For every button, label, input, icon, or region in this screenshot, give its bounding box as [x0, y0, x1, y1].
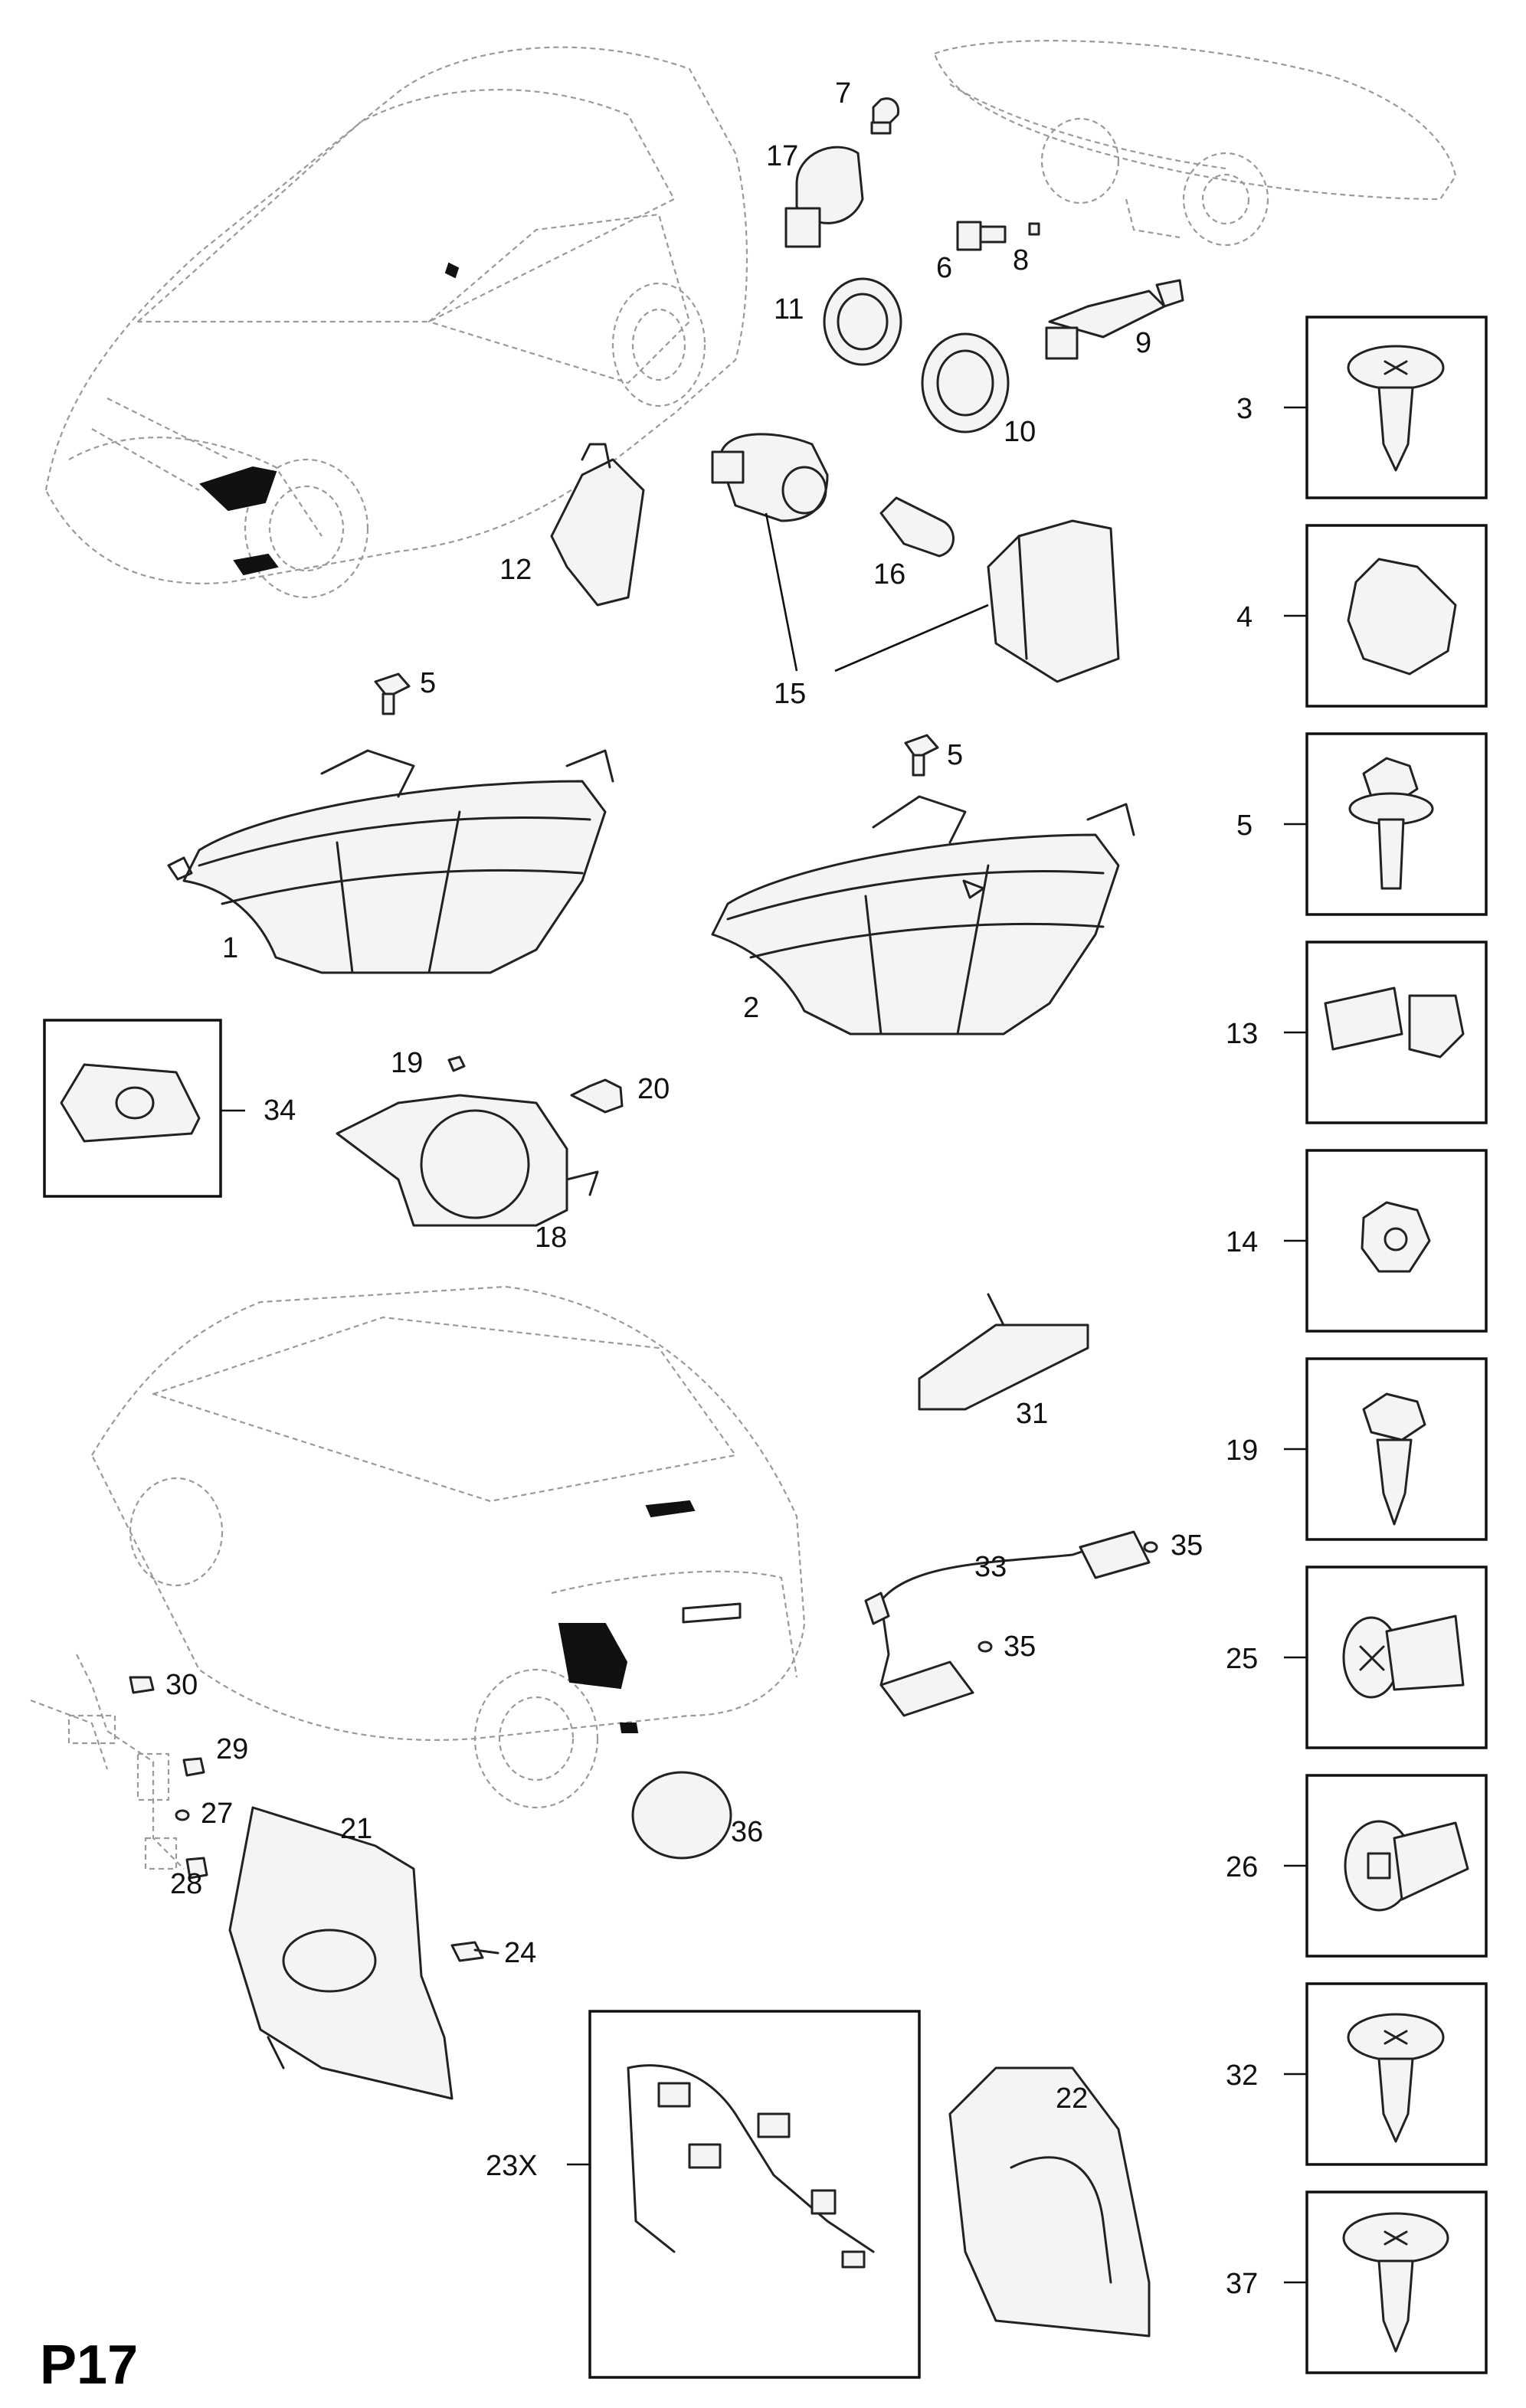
callout-21: 21 [340, 1813, 372, 1845]
fastener-box-part-26 [1284, 1774, 1488, 1958]
callout-35-a: 35 [1171, 1530, 1203, 1562]
fastener-box-part-32 [1284, 1982, 1488, 2166]
leader-lines-part-15 [765, 512, 989, 672]
callout-labels: 7 17 6 8 11 9 10 12 16 15 5 5 1 2 19 20 … [165, 77, 1258, 2300]
fastener-box-part-3 [1284, 316, 1488, 499]
bulb-part-9 [1045, 279, 1184, 360]
callout-14: 14 [1226, 1226, 1258, 1258]
callout-24: 24 [504, 1937, 536, 1969]
fastener-box-part-19 [1284, 1357, 1488, 1541]
fastener-box-part-37 [1284, 2190, 1488, 2374]
callout-11: 11 [774, 293, 804, 326]
fog-lamp-part-18 [336, 1094, 599, 1227]
bulb-part-6 [956, 221, 1007, 251]
callout-32: 32 [1226, 2060, 1258, 2092]
fastener-box-part-5 [1284, 732, 1488, 916]
callout-26: 26 [1226, 1851, 1258, 1883]
callout-5-left: 5 [420, 667, 436, 699]
callout-37: 37 [1226, 2268, 1258, 2300]
rear-lamp-bulb-holder-assembly [30, 1654, 185, 1870]
license-lamp-harness-part-33 [864, 1530, 1151, 1717]
fastener-box-part-25 [1284, 1566, 1488, 1749]
callout-3: 3 [1236, 393, 1253, 425]
callout-19-box: 19 [1226, 1435, 1258, 1467]
tail-lamp-left-part-21 [228, 1806, 454, 2100]
callout-10: 10 [1004, 416, 1036, 448]
headlamp-right-part-2 [711, 795, 1135, 1036]
callout-15: 15 [774, 678, 806, 710]
callout-12: 12 [499, 554, 532, 586]
callout-17: 17 [766, 140, 798, 172]
headlamp-left-part-1 [167, 749, 614, 974]
detail-box-part-34 [43, 1019, 245, 1198]
bolt-part-5-right [904, 734, 939, 777]
callout-16: 16 [873, 558, 905, 591]
screw-part-19-small [447, 1055, 466, 1072]
front-vehicle-illustration [44, 46, 748, 599]
cover-cap-part-10 [921, 332, 1010, 434]
page-code: P17 [40, 2334, 138, 2396]
callout-27: 27 [201, 1798, 233, 1830]
callout-5-box: 5 [1236, 810, 1253, 842]
callout-20: 20 [637, 1073, 670, 1105]
tail-lamp-right-part-22 [948, 2066, 1151, 2338]
callout-9: 9 [1135, 327, 1151, 359]
fastener-box-part-13 [1284, 941, 1488, 1124]
third-brake-light-part-31 [918, 1293, 1089, 1411]
socket-part-15 [711, 433, 829, 522]
fastener-box-part-4 [1284, 524, 1488, 708]
bulb-part-27 [175, 1809, 190, 1821]
callout-1: 1 [222, 932, 238, 964]
bolt-part-24 [450, 1941, 499, 1962]
cover-cap-part-11 [823, 277, 902, 366]
callout-36: 36 [731, 1816, 763, 1848]
callout-8: 8 [1013, 244, 1029, 276]
bulb-part-35-a [1143, 1541, 1158, 1553]
socket-part-17 [784, 146, 864, 248]
fuel-door-part-36 [631, 1771, 732, 1860]
callout-25: 25 [1226, 1643, 1258, 1675]
callout-29: 29 [216, 1733, 248, 1765]
detail-box-part-23x [567, 2010, 921, 2379]
callout-4: 4 [1236, 601, 1253, 633]
fastener-box-part-14 [1284, 1149, 1488, 1333]
bulb-part-28 [185, 1857, 208, 1880]
side-marker-lamp-part-15 [987, 519, 1120, 683]
callout-28: 28 [170, 1868, 202, 1900]
bulb-part-30 [129, 1676, 155, 1694]
bulb-part-8 [1028, 222, 1040, 236]
callout-33: 33 [974, 1551, 1007, 1583]
callout-30: 30 [165, 1669, 198, 1701]
callout-2: 2 [743, 992, 759, 1024]
callout-23x: 23X [486, 2150, 538, 2182]
callout-13: 13 [1226, 1018, 1258, 1050]
callout-34: 34 [264, 1094, 296, 1127]
bolt-part-5-left [374, 672, 411, 715]
callout-35-b: 35 [1004, 1631, 1036, 1663]
callout-19-small: 19 [391, 1047, 423, 1079]
callout-22: 22 [1056, 2082, 1088, 2115]
callout-7: 7 [835, 77, 851, 110]
bracket-part-12 [550, 443, 645, 607]
callout-18: 18 [535, 1222, 567, 1254]
callout-6: 6 [936, 252, 952, 284]
callout-5-right: 5 [947, 739, 963, 771]
callout-31: 31 [1016, 1398, 1048, 1430]
rear-vehicle-illustration [90, 1285, 806, 1809]
bulb-part-16 [879, 496, 955, 558]
bulb-part-20 [570, 1078, 624, 1114]
headlamp-housing-rear-view [933, 40, 1457, 247]
bulb-part-29 [182, 1757, 205, 1777]
bulb-part-35-b [977, 1641, 993, 1653]
bulb-part-7 [870, 97, 900, 135]
